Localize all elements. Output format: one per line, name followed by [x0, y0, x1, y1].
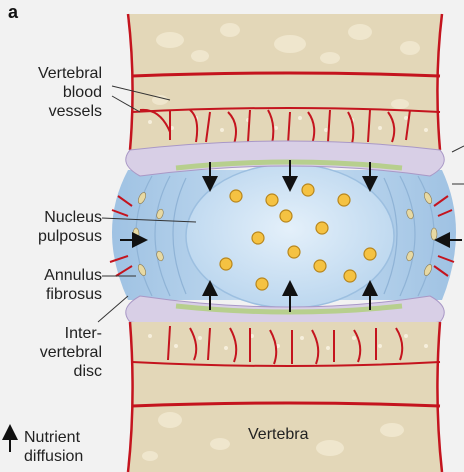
label-intervertebral-disc: Inter- vertebral disc: [2, 324, 102, 381]
intervertebral-disc: [110, 164, 456, 308]
label-annulus-fibrosus: Annulus fibrosus: [2, 266, 102, 304]
lower-vertebra: [128, 322, 442, 472]
legend-nutrient-diffusion: Nutrient diffusion: [24, 428, 83, 466]
label-vertebral-blood-vessels: Vertebral blood vessels: [2, 64, 102, 121]
label-vertebra: Vertebra: [248, 426, 308, 444]
upper-vertebra: [128, 14, 442, 150]
label-nucleus-pulposus: Nucleus pulposus: [2, 208, 102, 246]
